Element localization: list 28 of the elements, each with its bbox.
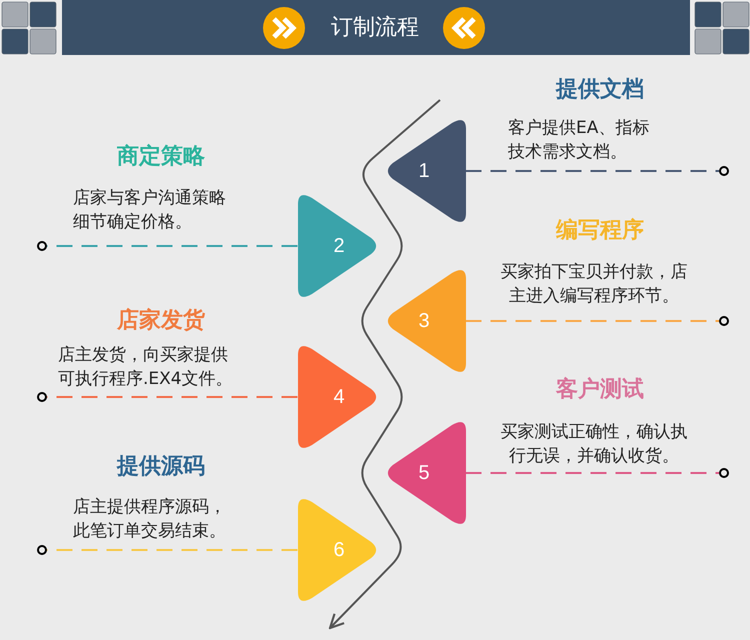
step-description: 店主提供程序源码，此笔订单交易结束。 (73, 496, 227, 543)
step-heading: 提供源码 (117, 453, 205, 481)
line-end-circle (719, 166, 729, 176)
step-number: 3 (418, 309, 430, 333)
step-heading: 商定策略 (117, 143, 205, 171)
step-heading: 提供文档 (556, 76, 644, 104)
step-number: 4 (334, 385, 345, 409)
dashed-connector (466, 472, 719, 474)
step-description: 客户提供EA、指标技术需求文档。 (508, 117, 650, 164)
line-end-circle (37, 545, 47, 555)
line-end-circle (37, 241, 47, 251)
step-description: 买家测试正确性，确认执行无误，并确认收货。 (499, 421, 688, 468)
line-end-circle (719, 316, 729, 326)
dashed-connector (466, 170, 719, 172)
step-number: 5 (418, 461, 430, 485)
step-number: 1 (418, 159, 430, 183)
step-heading: 编写程序 (556, 217, 644, 245)
line-end-circle (719, 468, 729, 478)
step-heading: 客户测试 (556, 376, 644, 404)
dashed-connector (466, 320, 719, 322)
step-description: 店家与客户沟通策略细节确定价格。 (73, 187, 227, 234)
step-description: 店主发货，向买家提供可执行程序.EX4文件。 (58, 344, 234, 391)
step-number: 6 (334, 538, 345, 562)
step-heading: 店家发货 (117, 307, 205, 335)
step-description: 买家拍下宝贝并付款，店主进入编写程序环节。 (499, 261, 688, 308)
line-end-circle (37, 392, 47, 402)
step-number: 2 (334, 234, 345, 258)
diagram-title: 订制流程 (331, 14, 419, 42)
